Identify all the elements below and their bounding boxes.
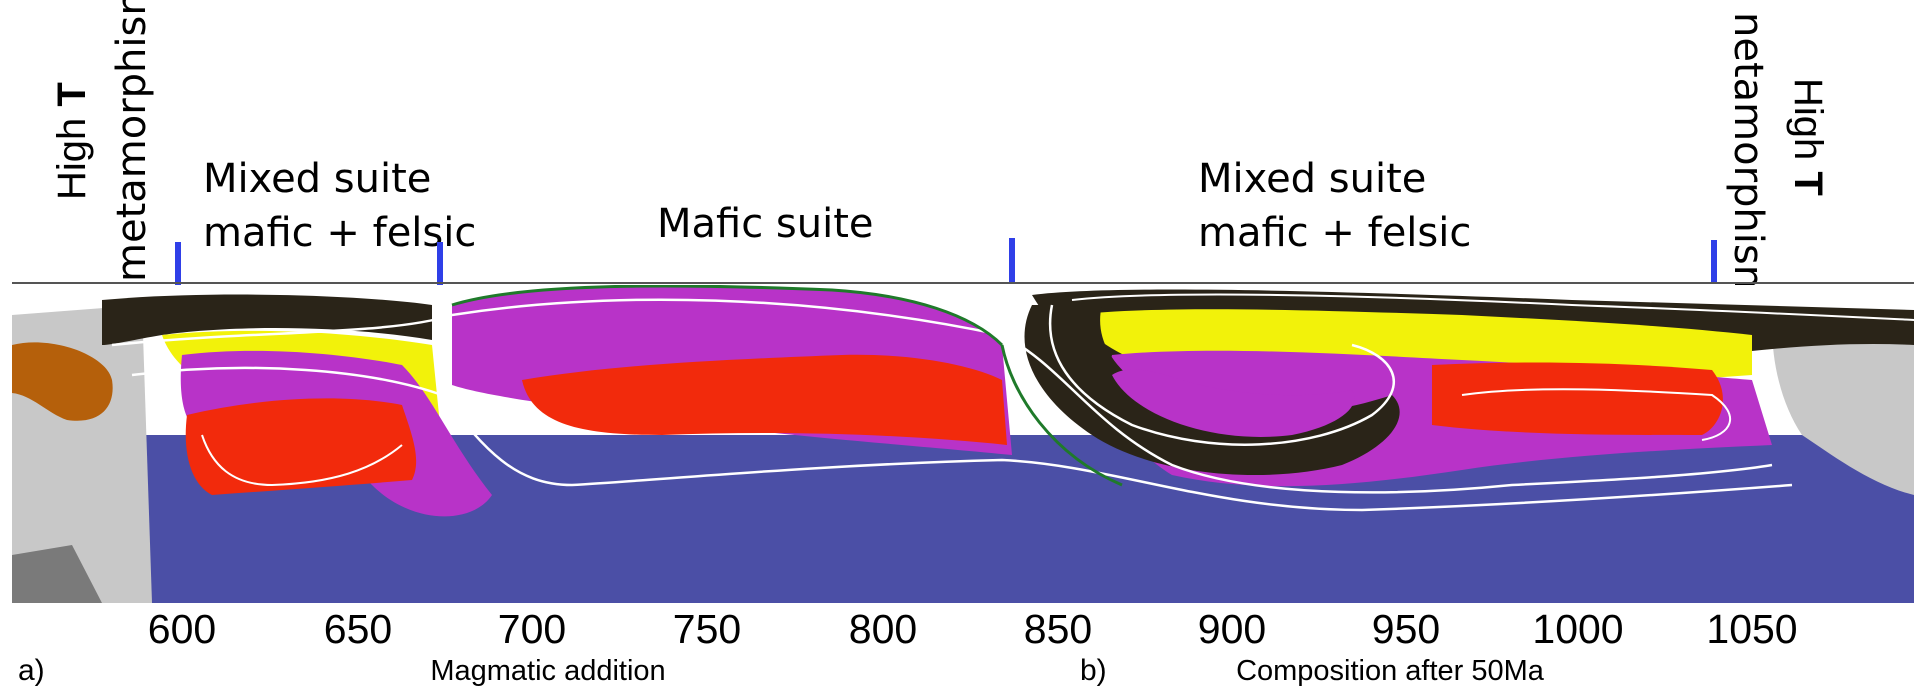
right-label-high: High bbox=[1786, 78, 1830, 172]
dark-band-top bbox=[102, 294, 432, 345]
green-border bbox=[451, 285, 1004, 347]
contour-line bbox=[131, 366, 1793, 512]
right-label-line1: High T bbox=[1786, 78, 1830, 196]
contour-line bbox=[111, 298, 1773, 494]
green-border bbox=[1000, 344, 1123, 487]
suite-right-line1: Mixed suite bbox=[1198, 156, 1427, 202]
x-tick-label: 700 bbox=[497, 606, 567, 652]
left-label-line1: High T bbox=[50, 82, 94, 200]
grey-crust-left-dark bbox=[12, 545, 102, 603]
panel-a-caption: Magmatic addition bbox=[430, 655, 666, 687]
suite-right-line2: mafic + felsic bbox=[1198, 210, 1472, 256]
red-layer-right bbox=[1432, 362, 1723, 435]
suite-left-line1: Mixed suite bbox=[203, 156, 432, 202]
suite-right: Mixed suite mafic + felsic bbox=[1198, 152, 1471, 260]
contour-line bbox=[201, 434, 403, 487]
x-tick-label: 1000 bbox=[1532, 606, 1624, 652]
model-cross-section bbox=[12, 285, 1914, 603]
boundary-marker bbox=[1009, 238, 1015, 282]
contour-line bbox=[1461, 388, 1732, 441]
suite-middle-line1: Mafic suite bbox=[657, 201, 874, 247]
x-tick-label: 1050 bbox=[1706, 606, 1798, 652]
suite-middle: Mafic suite bbox=[657, 197, 874, 251]
red-layer-left bbox=[185, 398, 417, 495]
left-label-T: T bbox=[50, 82, 94, 107]
contour-line bbox=[1048, 304, 1395, 446]
panel-a-letter: a) bbox=[18, 654, 45, 687]
x-tick-label: 650 bbox=[323, 606, 393, 652]
grey-crust-right bbox=[1772, 315, 1914, 495]
dark-fold bbox=[1024, 305, 1400, 475]
boundary-marker bbox=[175, 242, 181, 286]
x-tick-label: 850 bbox=[1023, 606, 1093, 652]
mafic-fold-core bbox=[1112, 369, 1355, 437]
boundary-marker bbox=[1711, 240, 1717, 284]
panel-b-caption: Composition after 50Ma bbox=[1236, 655, 1544, 687]
panel-b-letter: b) bbox=[1080, 654, 1107, 687]
x-tick-label: 600 bbox=[147, 606, 217, 652]
boundary-marker bbox=[437, 242, 443, 286]
x-tick-label: 900 bbox=[1197, 606, 1267, 652]
left-label-high: High bbox=[50, 106, 94, 200]
suite-left: Mixed suite mafic + felsic bbox=[203, 152, 476, 260]
right-label-T: T bbox=[1786, 171, 1830, 196]
suite-left-line2: mafic + felsic bbox=[203, 210, 477, 256]
surface-line bbox=[12, 282, 1914, 284]
brown-body bbox=[12, 342, 113, 421]
x-tick-label: 750 bbox=[672, 606, 742, 652]
x-tick-label: 950 bbox=[1371, 606, 1441, 652]
left-label-line2: metamorphisr bbox=[109, 0, 155, 282]
contour-line bbox=[1071, 293, 1914, 321]
x-tick-label: 800 bbox=[848, 606, 918, 652]
red-layer-middle bbox=[522, 354, 1007, 445]
right-label-line2: netamorphism bbox=[1725, 12, 1771, 304]
